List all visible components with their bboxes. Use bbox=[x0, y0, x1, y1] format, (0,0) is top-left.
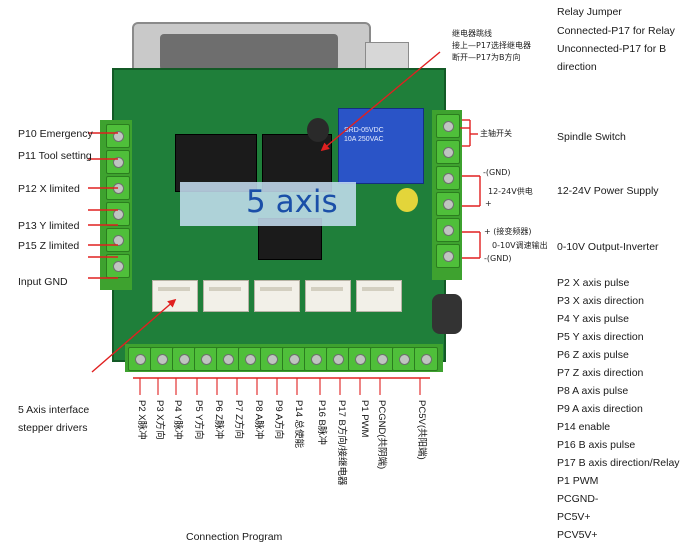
banner-box bbox=[180, 182, 356, 226]
pin-desc-p3: P3 X axis direction bbox=[557, 295, 644, 307]
note-inverter-gnd: -(GND) bbox=[484, 254, 512, 263]
terminal bbox=[414, 347, 438, 371]
terminal bbox=[238, 347, 262, 371]
terminal bbox=[172, 347, 196, 371]
pin-desc-p14: P14 enable bbox=[557, 421, 611, 433]
connection-program-label: Connection Program bbox=[186, 531, 283, 543]
bottom-pin-p7: P7 Z方向 bbox=[233, 400, 244, 440]
terminal bbox=[128, 347, 152, 371]
terminal bbox=[436, 166, 460, 190]
terminal bbox=[436, 192, 460, 216]
pin-desc-p17: P17 B axis direction/Relay bbox=[557, 457, 680, 469]
relay-jumper-title: Relay Jumper bbox=[557, 6, 622, 18]
bottom-pin-pc5v: PC5V(共阳端) bbox=[416, 400, 427, 460]
capacitor bbox=[432, 294, 462, 334]
pin-desc-p5: P5 Y axis direction bbox=[557, 331, 644, 343]
capacitor bbox=[307, 118, 329, 142]
note-relay-jumper-cn: 继电器跳线 bbox=[452, 29, 492, 38]
label-spindle-switch: Spindle Switch bbox=[557, 131, 626, 143]
note-plus: + bbox=[485, 199, 492, 208]
label-p11-tool-setting: P11 Tool setting bbox=[18, 150, 92, 162]
bottom-pin-p14: P14 总使能 bbox=[293, 400, 304, 449]
banner-text: 5 axis bbox=[246, 184, 338, 220]
pin-desc-pcgnd: PCGND- bbox=[557, 493, 599, 505]
relay-jumper-direction: direction bbox=[557, 61, 597, 73]
terminal bbox=[436, 218, 460, 242]
label-p10-emergency: P10 Emergency bbox=[18, 128, 93, 140]
terminal bbox=[392, 347, 416, 371]
terminal bbox=[106, 254, 130, 278]
terminal bbox=[436, 244, 460, 268]
bottom-pin-p8: P8 A脉冲 bbox=[253, 400, 264, 440]
terminal bbox=[194, 347, 218, 371]
pin-desc-pcv5v: PCV5V+ bbox=[557, 529, 598, 541]
pin-desc-p9: P9 A axis direction bbox=[557, 403, 643, 415]
bottom-pin-p1: P1 PWM bbox=[359, 400, 370, 438]
label-p13-y-limited: P13 Y limited bbox=[18, 220, 80, 232]
relay-jumper-unconnected: Unconnected-P17 for B bbox=[557, 43, 667, 55]
pin-desc-p8: P8 A axis pulse bbox=[557, 385, 629, 397]
terminal bbox=[348, 347, 372, 371]
note-gnd-top: -(GND) bbox=[483, 168, 511, 177]
bottom-pin-pcgnd: PCGND(共阴端) bbox=[376, 400, 387, 470]
bottom-pin-p4: P4 Y脉冲 bbox=[172, 400, 183, 440]
relay-jumper-connected: Connected-P17 for Relay bbox=[557, 25, 675, 37]
label-p12-x-limited: P12 X limited bbox=[18, 183, 80, 195]
stepper-connector bbox=[203, 280, 249, 312]
pin-desc-pc5v: PC5V+ bbox=[557, 511, 591, 523]
pin-desc-p2: P2 X axis pulse bbox=[557, 277, 630, 289]
bottom-pin-p3: P3 X方向 bbox=[154, 400, 165, 440]
terminal bbox=[436, 140, 460, 164]
terminal bbox=[106, 124, 130, 148]
bottom-pin-p17: P17 B方向/接继电器 bbox=[336, 400, 347, 486]
label-input-gnd: Input GND bbox=[18, 276, 68, 288]
label-stepper-drivers: stepper drivers bbox=[18, 422, 88, 434]
terminal bbox=[106, 228, 130, 252]
stepper-connector bbox=[254, 280, 300, 312]
pin-desc-p1: P1 PWM bbox=[557, 475, 599, 487]
terminal bbox=[304, 347, 328, 371]
note-inverter-plus-cn: + (接变频器) bbox=[484, 227, 532, 236]
capacitor bbox=[396, 188, 418, 212]
note-relay-connect-cn: 接上—P17选择继电器 bbox=[452, 41, 532, 50]
label-power-supply: 12-24V Power Supply bbox=[557, 185, 659, 197]
note-spindle-cn: 主轴开关 bbox=[480, 129, 512, 138]
terminal bbox=[216, 347, 240, 371]
terminal bbox=[436, 114, 460, 138]
terminal bbox=[106, 150, 130, 174]
bottom-pin-p5: P5 Y方向 bbox=[193, 400, 204, 440]
relay bbox=[338, 108, 424, 184]
bottom-pin-p16: P16 B脉冲 bbox=[316, 400, 327, 445]
pin-desc-p7: P7 Z axis direction bbox=[557, 367, 644, 379]
label-p15-z-limited: P15 Z limited bbox=[18, 240, 80, 252]
label-output-inverter: 0-10V Output-Inverter bbox=[557, 241, 659, 253]
stepper-connector bbox=[305, 280, 351, 312]
bottom-pin-p9: P9 A方向 bbox=[273, 400, 284, 440]
bottom-pin-p6: P6 Z脉冲 bbox=[213, 400, 224, 440]
note-inverter-speed-cn: 0-10V调速输出 bbox=[492, 241, 548, 250]
pin-desc-p6: P6 Z axis pulse bbox=[557, 349, 629, 361]
pin-desc-p4: P4 Y axis pulse bbox=[557, 313, 629, 325]
label-5-axis-interface: 5 Axis interface bbox=[18, 404, 90, 416]
note-relay-disconnect-cn: 断开—P17为B方向 bbox=[452, 53, 521, 62]
pin-desc-p16: P16 B axis pulse bbox=[557, 439, 636, 451]
terminal bbox=[150, 347, 174, 371]
note-supply-cn: 12-24V供电 bbox=[488, 187, 533, 196]
stepper-connector bbox=[356, 280, 402, 312]
bottom-pin-p2: P2 X脉冲 bbox=[136, 400, 147, 440]
